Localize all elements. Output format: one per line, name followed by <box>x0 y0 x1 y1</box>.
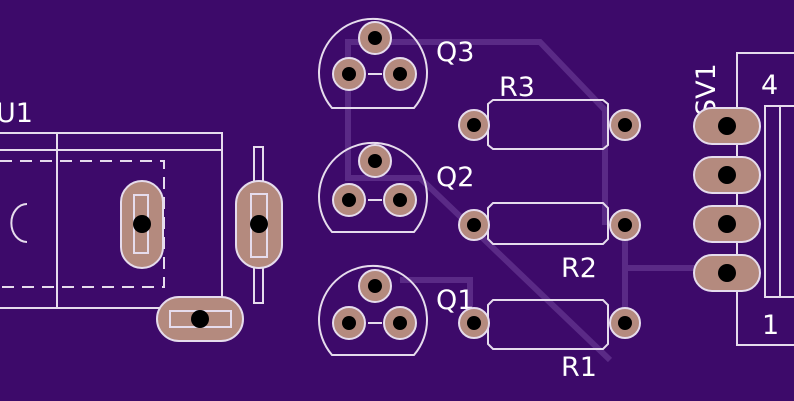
r3-resistor: R3 <box>458 72 641 150</box>
q3-pad-left-drill <box>342 67 356 81</box>
q3-pad-right-drill <box>393 67 407 81</box>
q2-transistor: Q2 <box>318 141 474 233</box>
sv1-outline <box>736 52 794 346</box>
q1-pad-base-drill <box>368 279 382 293</box>
r3-body <box>487 99 609 150</box>
r2-label: R2 <box>561 253 597 284</box>
r3-pad-1-drill <box>467 118 481 132</box>
u1-pad-1-drill <box>133 215 151 233</box>
sv1-header: SV1 4 1 <box>691 52 794 346</box>
sv1-pad-2-drill <box>718 215 736 233</box>
q1-outline <box>318 264 428 356</box>
sv1-pad-4-drill <box>718 117 736 135</box>
q3-transistor: Q3 <box>318 17 474 109</box>
r1-body <box>487 299 609 350</box>
r3-label: R3 <box>499 72 535 103</box>
q2-pad-left-drill <box>342 193 356 207</box>
r2-body <box>487 202 609 245</box>
sv1-pin1-label: 1 <box>762 310 779 341</box>
trace-r3-q2 <box>345 74 613 363</box>
q3-outline <box>318 17 428 109</box>
r1-resistor: R1 <box>458 299 641 383</box>
r3-pad-2-drill <box>618 118 632 132</box>
u1-notch <box>10 203 28 243</box>
r2-pad-1-drill <box>467 218 481 232</box>
q2-pad-base-drill <box>368 154 382 168</box>
u1-pad-3-drill <box>191 310 209 328</box>
q3-pad-base-drill <box>368 31 382 45</box>
q1-pad-right-drill <box>393 316 407 330</box>
r1-label: R1 <box>561 352 597 383</box>
r1-pad-1-drill <box>467 316 481 330</box>
r1-pad-2-drill <box>618 316 632 330</box>
q2-pad-right-drill <box>393 193 407 207</box>
sv1-pin4-label: 4 <box>761 70 778 101</box>
q1-pad-left-drill <box>342 316 356 330</box>
u1-label: U1 <box>0 98 33 129</box>
q2-outline <box>318 141 428 233</box>
u1-pad-2-drill <box>250 215 268 233</box>
q3-label: Q3 <box>436 37 474 68</box>
sv1-pad-1-drill <box>718 264 736 282</box>
q2-label: Q2 <box>436 162 474 193</box>
q1-transistor: Q1 <box>318 264 474 356</box>
r2-pad-2-drill <box>618 218 632 232</box>
r2-resistor: R2 <box>458 202 641 284</box>
u1-outline <box>0 132 223 309</box>
sv1-pad-3-drill <box>718 166 736 184</box>
u1-regulator: U1 <box>0 98 283 342</box>
